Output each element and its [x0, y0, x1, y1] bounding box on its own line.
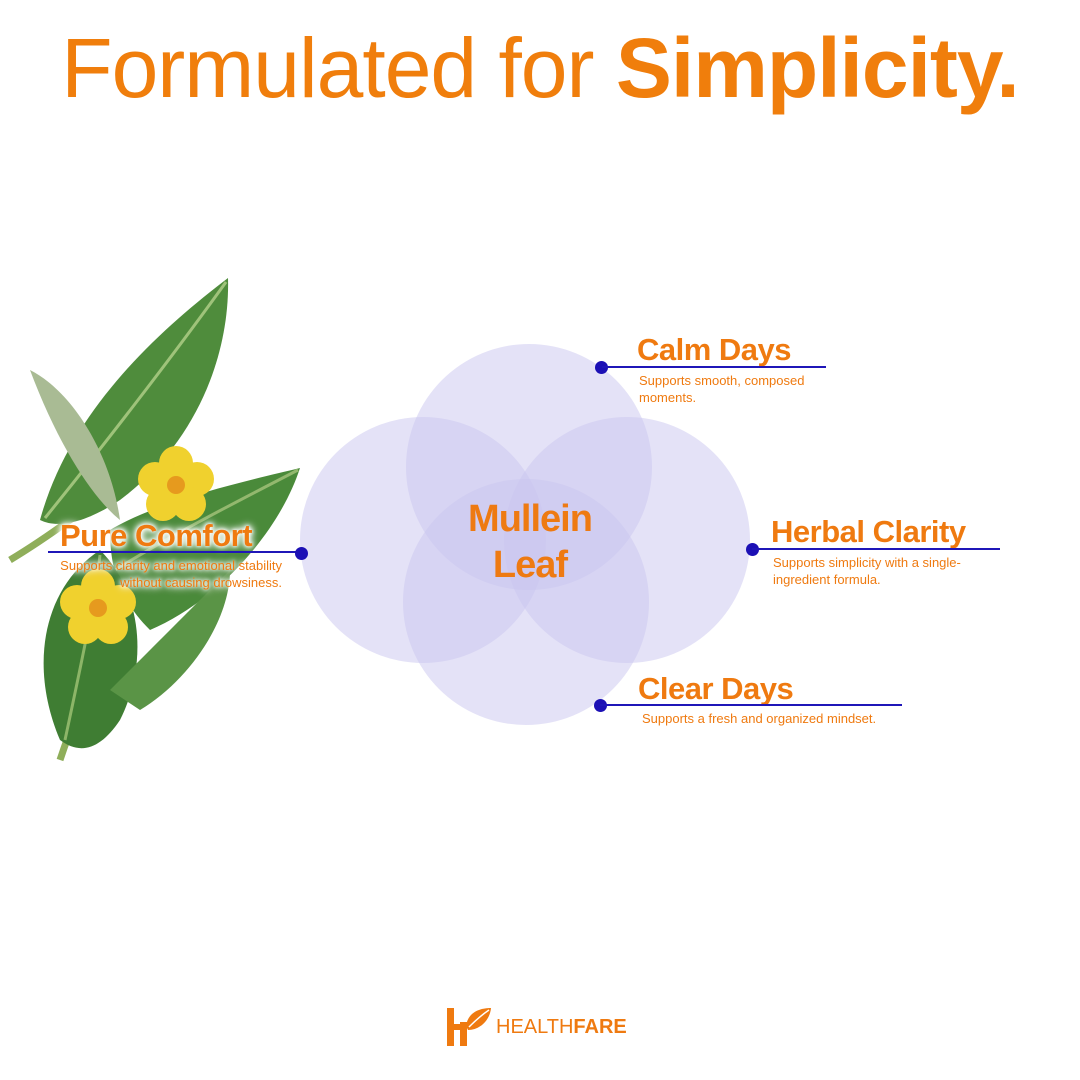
brand-word-light: HEALTH: [496, 1015, 574, 1038]
callout-desc-herbal-clarity: Supports simplicity with a single-ingred…: [773, 555, 961, 587]
headline-light: Formulated for: [61, 21, 616, 115]
center-label-line1: Mullein: [468, 498, 593, 540]
callout-title-pure-comfort: Pure Comfort: [60, 518, 253, 553]
callout-dot-calm-days: [595, 361, 608, 374]
center-label-line2: Leaf: [492, 544, 568, 586]
mullein-plant-illustration: [8, 278, 300, 762]
callout-rule-calm-days: [602, 366, 826, 368]
callout-title-calm-days: Calm Days: [637, 332, 792, 367]
healthfare-leaf-logo: [447, 1008, 491, 1046]
headline-bold: Simplicity.: [615, 21, 1020, 115]
callout-desc-calm-days: Supports smooth, composed moments.: [639, 373, 805, 405]
brand-word-bold: FARE: [573, 1015, 627, 1038]
brand-wordmark: HEALTHFARE: [496, 1016, 627, 1039]
callout-desc-pure-comfort: Supports clarity and emotional stability…: [60, 558, 282, 590]
callout-rule-clear-days: [600, 704, 902, 706]
page-headline: Formulated for Simplicity.: [0, 18, 1080, 118]
callout-title-clear-days: Clear Days: [638, 671, 794, 706]
callout-rule-herbal-clarity: [752, 548, 1000, 550]
callout-desc-clear-days: Supports a fresh and organized mindset.: [642, 711, 877, 726]
callout-title-herbal-clarity: Herbal Clarity: [771, 514, 966, 549]
center-label: Mullein Leaf: [430, 496, 630, 588]
callout-rule-pure-comfort: [48, 551, 302, 553]
callout-dot-pure-comfort: [295, 547, 308, 560]
brand-logo: HEALTHFARE: [446, 1006, 627, 1048]
